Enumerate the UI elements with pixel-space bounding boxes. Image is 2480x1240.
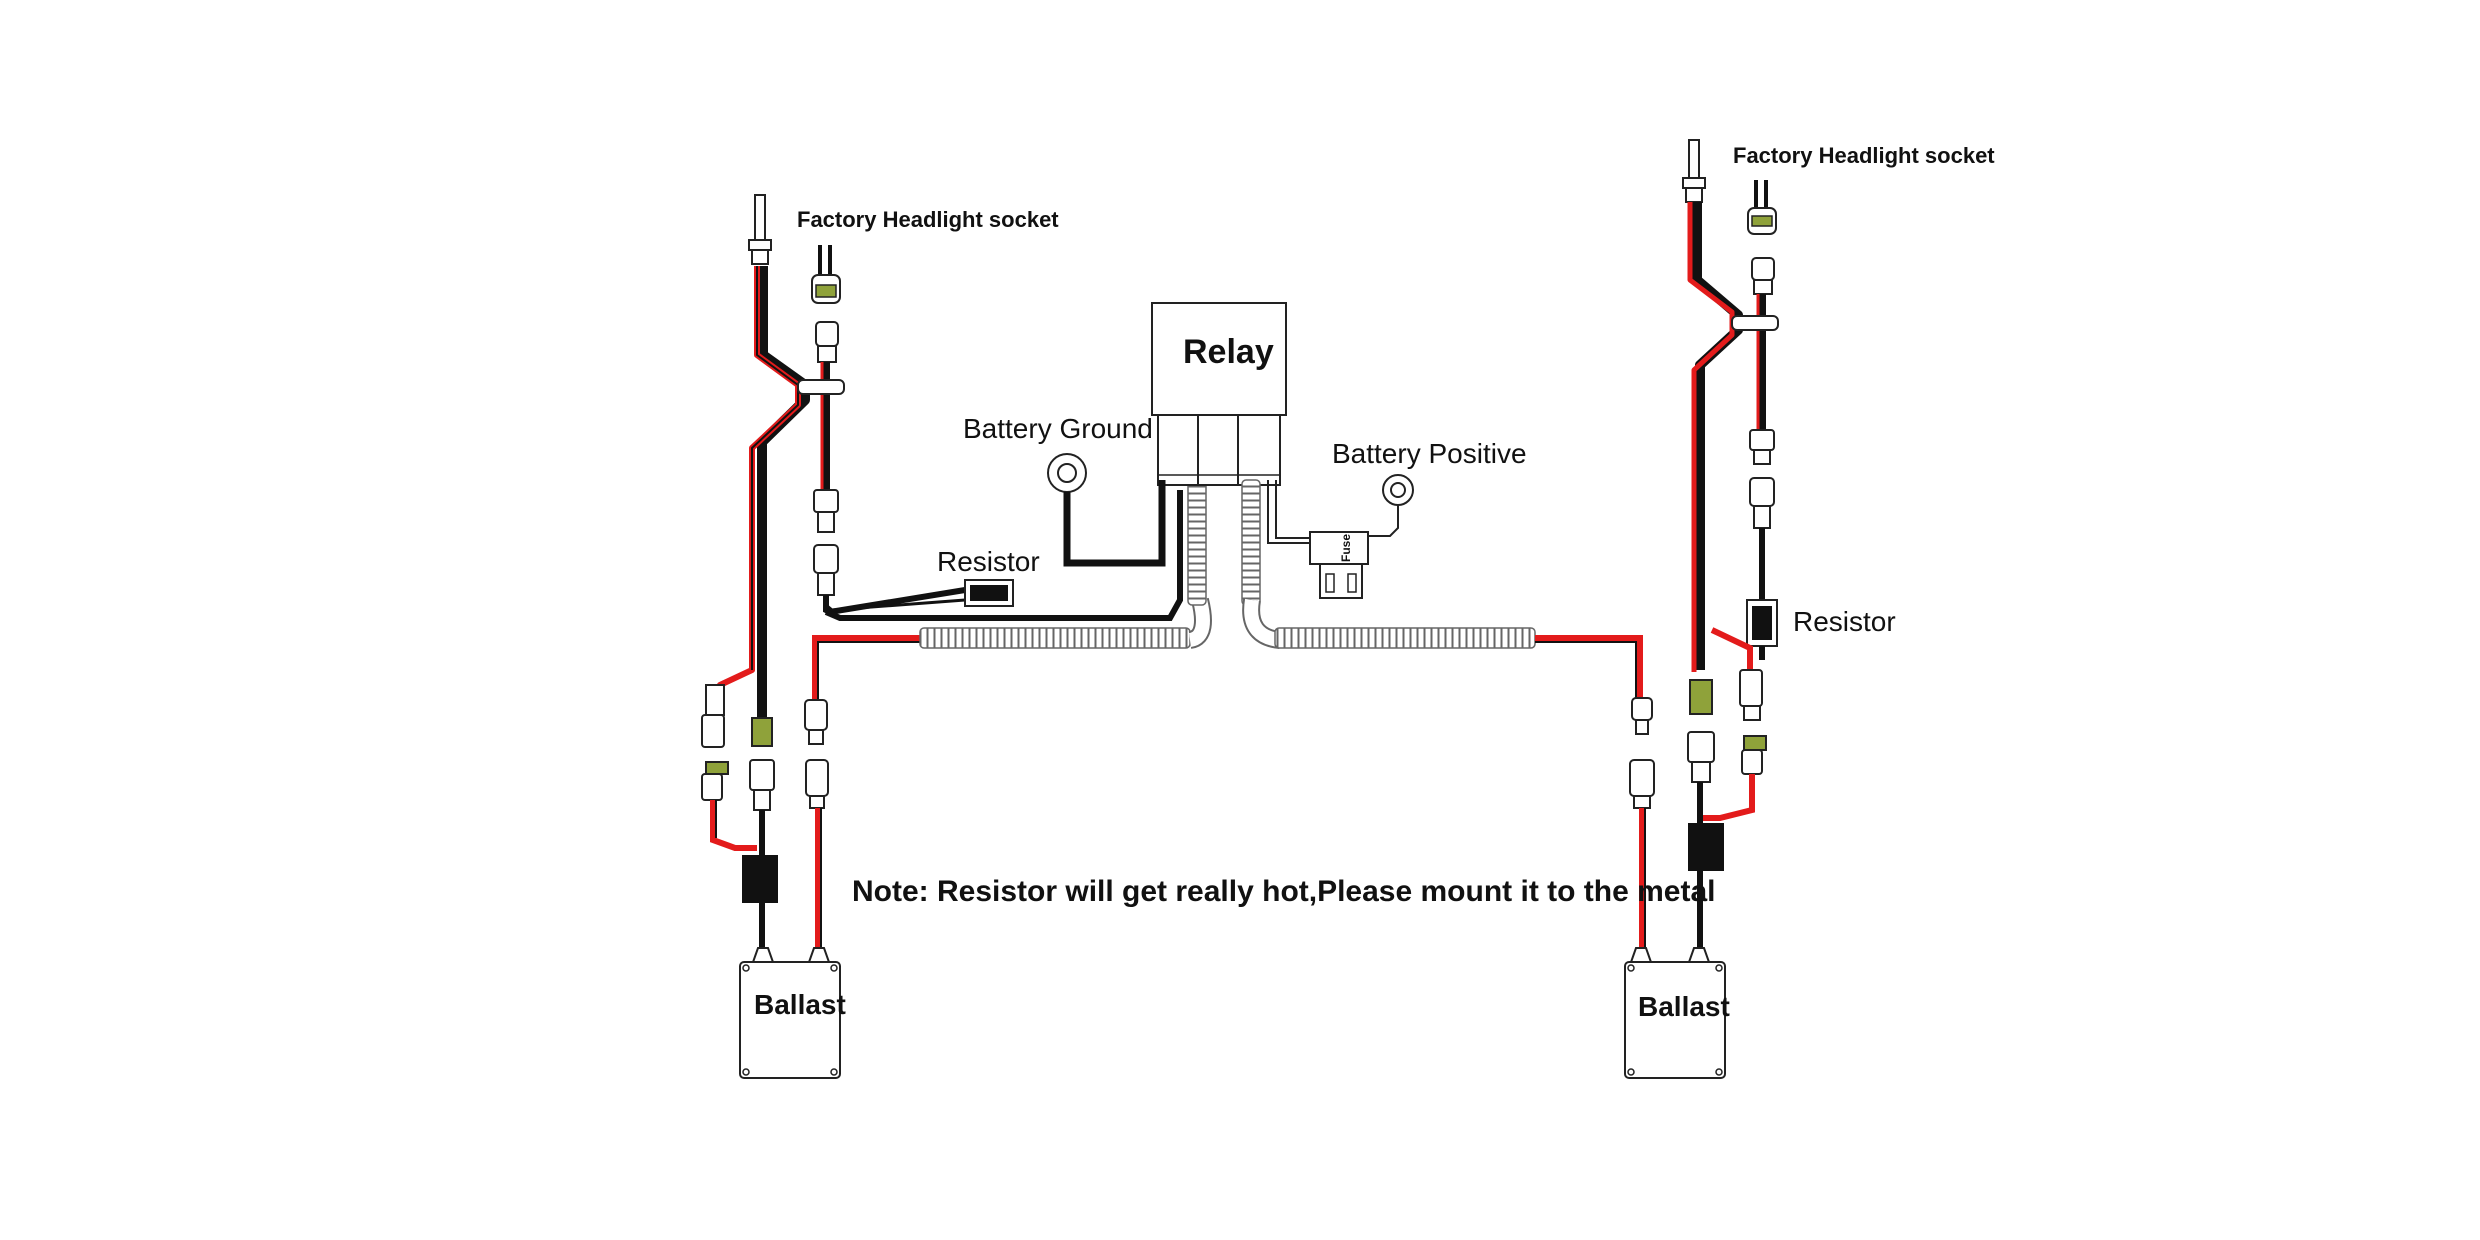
igniter-left	[742, 855, 778, 903]
factory-socket-plug-right-icon	[1747, 180, 1777, 295]
coiled-loom-left	[919, 627, 1191, 649]
factory-socket-left-label: Factory Headlight socket	[797, 207, 1059, 232]
resistor-heat-note: Note: Resistor will get really hot,Pleas…	[852, 875, 1716, 908]
battery-positive-label: Battery Positive	[1332, 438, 1527, 469]
right-ballast-feed-red	[1535, 635, 1643, 698]
battery-positive-terminal	[1267, 474, 1414, 544]
hid-bulb-left-icon	[748, 194, 772, 265]
cable-clip-right-icon	[1731, 315, 1779, 331]
right-bulb-wire-black	[1692, 202, 1743, 670]
fuse-icon	[1309, 531, 1369, 599]
right-ballast-wire-red-a	[1700, 774, 1755, 821]
left-harness	[701, 194, 1212, 1079]
resistor-right-label: Resistor	[1793, 606, 1896, 637]
coiled-loom-relay-left	[1187, 479, 1207, 606]
coiled-loom-right	[1274, 627, 1536, 649]
hid-bulb-right-icon	[1682, 139, 1706, 203]
left-ballast-wire-red-a	[710, 800, 757, 851]
battery-ground-wire	[1063, 480, 1166, 567]
relay-label: Relay	[1183, 333, 1274, 371]
battery-ground-label: Battery Ground	[963, 413, 1153, 444]
cable-clip-left-icon	[797, 379, 845, 395]
factory-socket-plug-left-icon	[811, 245, 841, 363]
socket-adapter-left-icon	[813, 489, 839, 596]
resistor-left-label: Resistor	[937, 546, 1040, 577]
igniter-right	[1688, 823, 1724, 871]
ballast-left	[739, 947, 841, 1079]
fuse-label: Fuse	[1339, 533, 1353, 562]
resistor-right-icon	[1746, 599, 1778, 647]
ballast-left-label: Ballast	[754, 989, 846, 1020]
left-ballast-feed-red	[812, 635, 920, 705]
battery-ground-terminal	[1047, 453, 1166, 567]
socket-adapter-right-icon	[1749, 429, 1775, 529]
battery-positive-wire	[1365, 505, 1399, 537]
relay-left-output-wire	[824, 490, 1183, 621]
ballast-right-label: Ballast	[1638, 991, 1730, 1022]
ballast-right	[1624, 947, 1726, 1079]
right-harness	[1624, 139, 1779, 1079]
relay-group	[1151, 302, 1287, 486]
coiled-loom-relay-right	[1241, 479, 1261, 606]
resistor-left-icon	[964, 579, 1014, 607]
relay-base	[1157, 414, 1281, 486]
factory-socket-right-label: Factory Headlight socket	[1733, 143, 1995, 168]
left-bulb-wire-black	[757, 266, 810, 720]
ballast-connectors-left-icon	[701, 684, 829, 811]
